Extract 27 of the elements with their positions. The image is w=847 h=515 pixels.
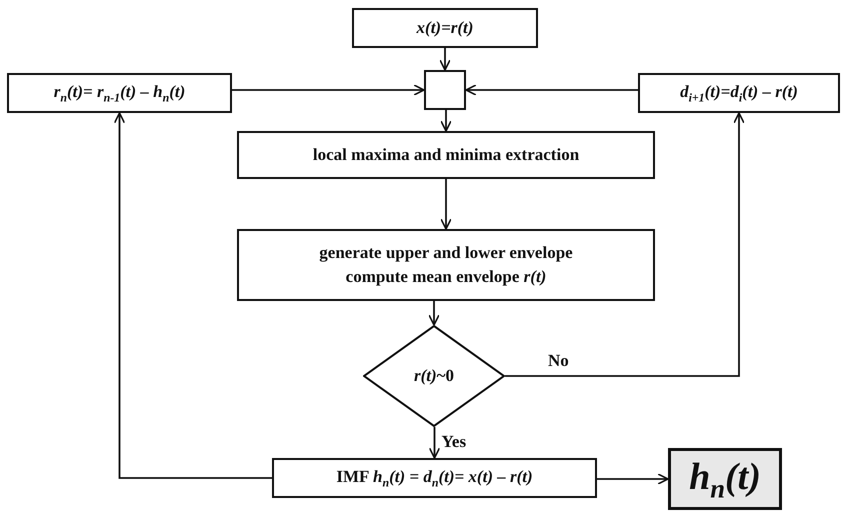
arrow — [465, 84, 638, 96]
process-box — [352, 8, 538, 48]
box-text: IMF h$_{n}$(t) = d$_{n}$(t)= x(t) – r(t) — [336, 466, 533, 492]
process-box — [7, 73, 232, 113]
arrow — [505, 112, 745, 377]
box-text: generate upper and lower envelope compute mean envelope r(t) — [318, 242, 574, 288]
process-box — [272, 458, 597, 498]
box-text: r$_{n}$(t)= r$_{n-1}$(t) – h$_{n}$(t) — [54, 80, 186, 106]
box-text: d$_{i+1}$(t)=d$_{i}$(t) – r(t) — [680, 80, 798, 106]
arrow — [232, 84, 425, 96]
process-box — [638, 73, 840, 113]
decision-text: r(t)~0 — [414, 365, 454, 388]
box-text: h$_{n}$(t) — [689, 454, 761, 506]
arrow — [597, 473, 669, 485]
arrow — [428, 301, 440, 326]
arrow — [439, 48, 451, 71]
box-text: local maxima and minima extraction — [312, 144, 580, 166]
output-box — [668, 448, 782, 510]
arrow — [428, 427, 440, 459]
process-box — [237, 229, 655, 301]
process-box — [237, 131, 655, 179]
arrow — [440, 110, 452, 132]
box-text: x(t)=r(t) — [416, 17, 474, 40]
junction-box — [424, 70, 466, 110]
decision-diamond — [363, 325, 505, 427]
arrow — [114, 112, 272, 479]
arrow — [440, 179, 452, 230]
